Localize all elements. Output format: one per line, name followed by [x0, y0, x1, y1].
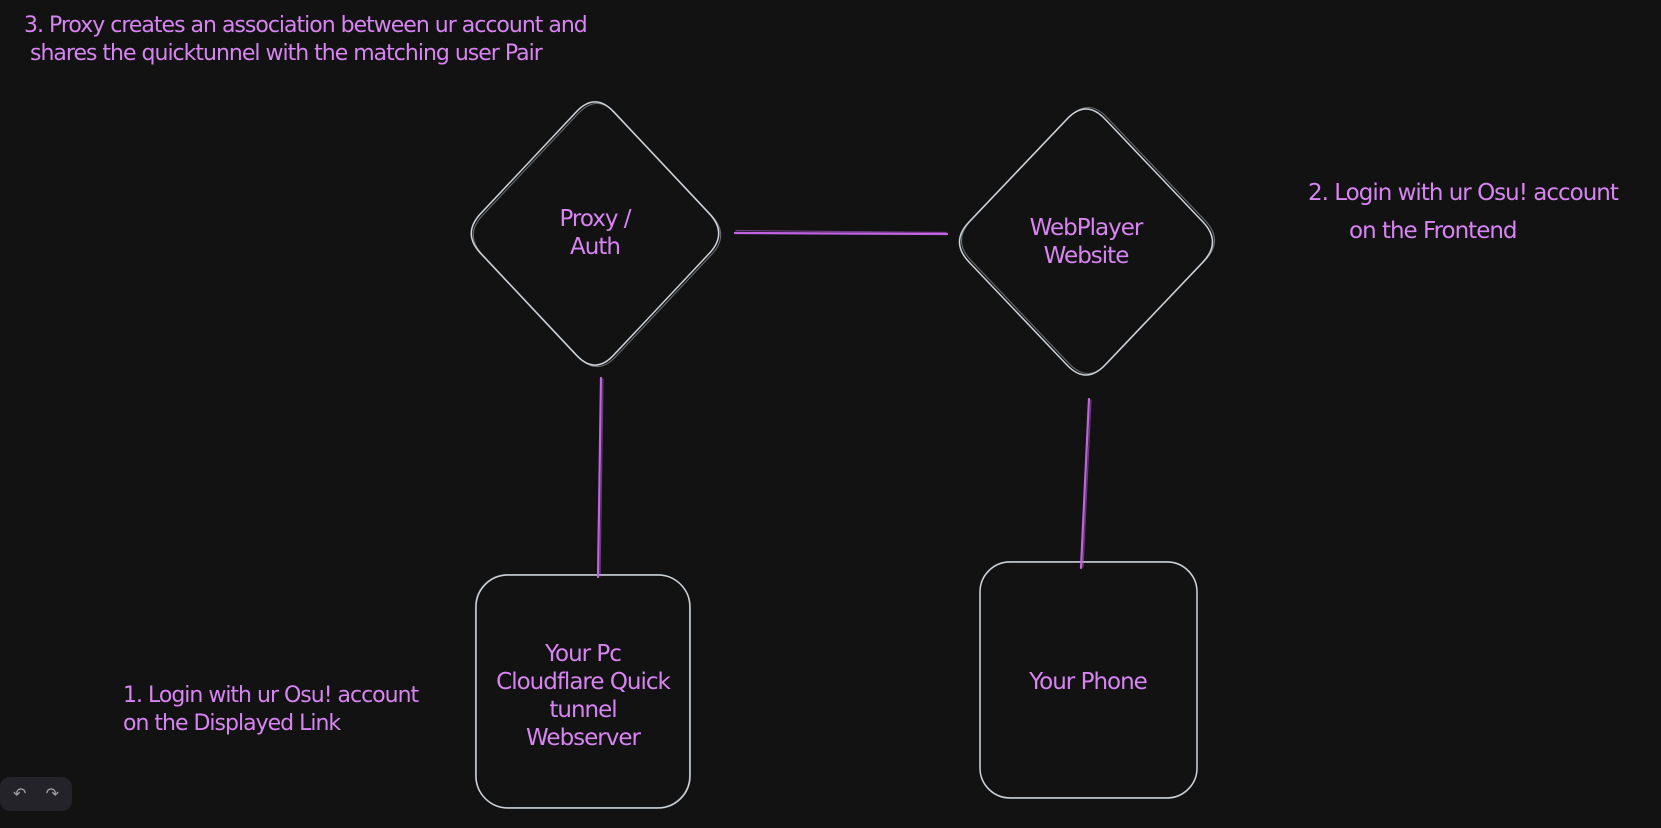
your-phone-box[interactable]	[979, 560, 1198, 799]
undo-icon: ↶	[12, 784, 27, 803]
your-pc-box[interactable]	[474, 573, 691, 809]
connector-proxy-pc[interactable]	[596, 376, 604, 579]
annotation-step-2-line1[interactable]: 2. Login with ur Osu! account	[1308, 180, 1619, 206]
annotation-step-1[interactable]: 1. Login with ur Osu! account on the Dis…	[123, 683, 419, 736]
proxy-auth-diamond[interactable]	[470, 101, 722, 368]
annotation-step-2-line2[interactable]: on the Frontend	[1349, 218, 1518, 244]
proxy-auth-label[interactable]: Proxy / Auth	[559, 206, 631, 260]
connector-webplayer-phone[interactable]	[1079, 397, 1092, 570]
webplayer-label[interactable]: WebPlayer Website	[1029, 215, 1144, 269]
annotation-step-3[interactable]: 3. Proxy creates an association between …	[24, 13, 588, 66]
redo-icon: ↷	[45, 784, 60, 803]
undo-button[interactable]: ↶	[7, 781, 33, 807]
redo-button[interactable]: ↷	[39, 781, 65, 807]
connector-proxy-webplayer[interactable]	[733, 229, 949, 236]
your-phone-label[interactable]: Your Phone	[1029, 669, 1148, 695]
webplayer-diamond[interactable]	[958, 106, 1216, 376]
history-toolbar: ↶ ↷	[0, 777, 72, 811]
your-pc-label[interactable]: Your Pc Cloudflare Quick tunnel Webserve…	[496, 641, 671, 751]
